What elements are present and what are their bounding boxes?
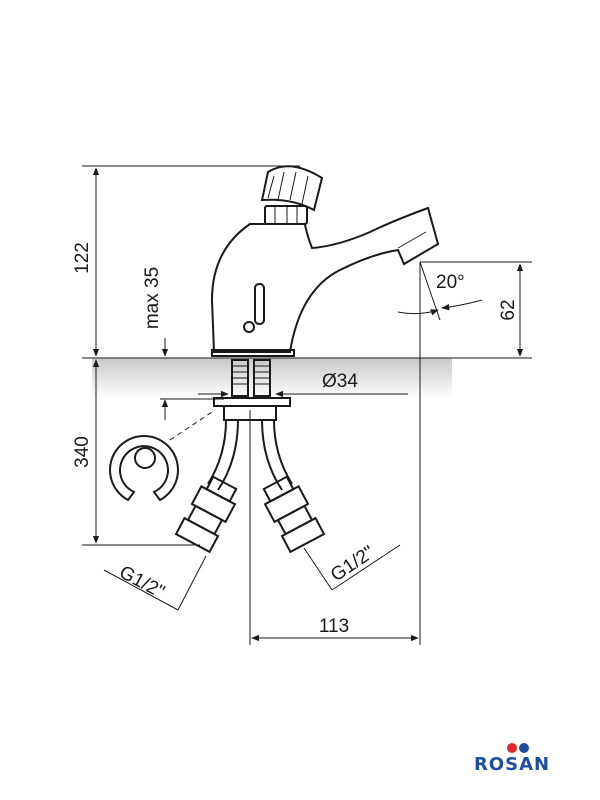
faucet-body: [210, 165, 440, 357]
dim-label-thread-left: G1/2": [116, 562, 168, 603]
thread-leader-right: [331, 544, 401, 591]
logo-text: ROSAN: [474, 754, 550, 775]
logo-dot-red: [507, 743, 517, 753]
clip-detail: [109, 409, 216, 502]
mounting-connectors: [174, 359, 326, 554]
mounting-surface: [92, 358, 452, 398]
dim-label-113: 113: [319, 616, 349, 637]
thread-leader-left: [103, 569, 179, 611]
dim-label-diameter: Ø34: [322, 371, 358, 392]
logo-dot-blue: [519, 743, 529, 753]
dim-label-62: 62: [498, 299, 519, 320]
dim-label-thread-right: G1/2": [327, 542, 378, 586]
dim-label-340: 340: [72, 436, 93, 468]
brand-logo: ROSAN: [474, 743, 550, 775]
dim-label-angle: 20°: [436, 272, 465, 293]
dim-label-max35: max 35: [142, 267, 163, 329]
dim-label-122: 122: [72, 242, 93, 274]
